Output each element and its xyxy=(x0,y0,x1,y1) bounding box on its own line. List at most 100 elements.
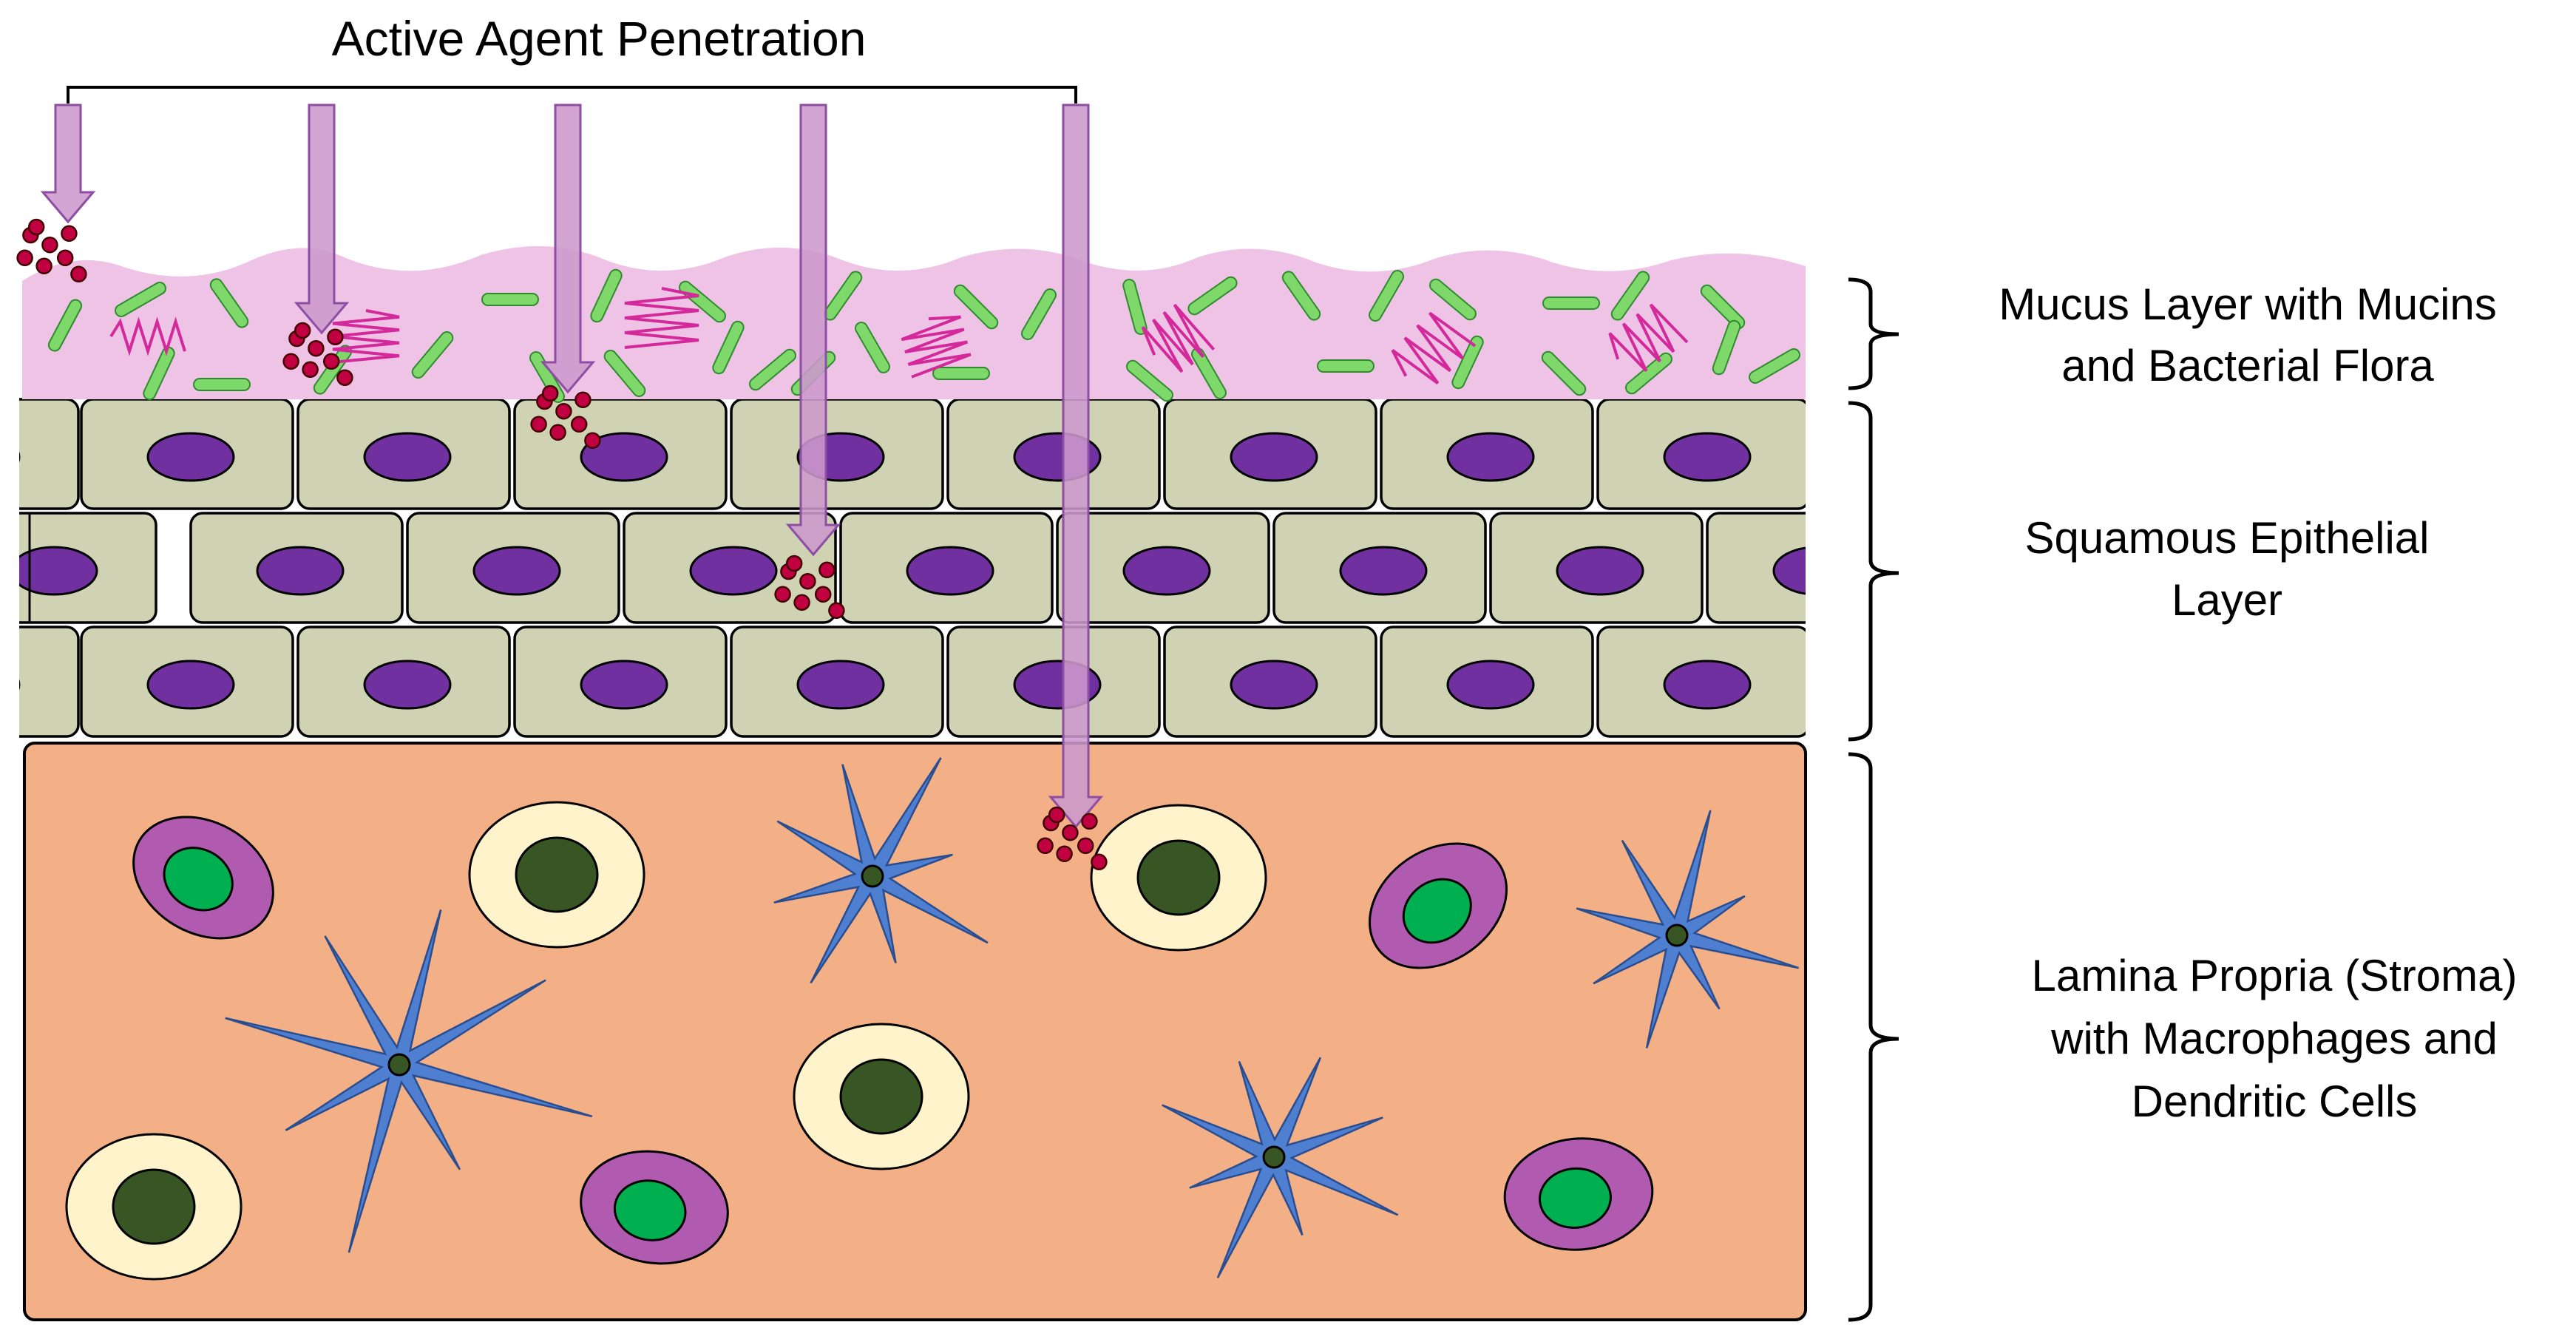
bacterium xyxy=(1021,288,1057,340)
bacterium xyxy=(1749,348,1800,384)
cell-nucleus xyxy=(796,660,885,710)
bacterium xyxy=(749,348,796,391)
bacterium xyxy=(1369,270,1404,322)
lymphocyte-nucleus xyxy=(112,1168,196,1245)
cell-nucleus xyxy=(19,546,98,596)
cell-nucleus xyxy=(1230,660,1318,710)
brace-epithelium xyxy=(1848,401,1899,742)
bacterium xyxy=(1317,359,1375,373)
cell-nucleus xyxy=(19,451,21,463)
cell-nucleus xyxy=(1122,546,1211,596)
cell-nucleus xyxy=(19,679,21,691)
bacterium xyxy=(1712,319,1741,376)
label-lamina-line-2: with Macrophages and xyxy=(2050,1014,2498,1063)
label-epithelium-line-1: Squamous Epithelial xyxy=(2024,513,2429,563)
mucin-strand xyxy=(1391,311,1477,384)
bacterium xyxy=(855,322,890,373)
cell-nucleus xyxy=(1663,432,1752,482)
label-lamina-line-3: Dendritic Cells xyxy=(2132,1077,2418,1126)
agent-particle xyxy=(1077,837,1094,855)
agent-particle xyxy=(1056,845,1073,863)
agent-particle xyxy=(56,249,74,267)
agent-particle xyxy=(41,236,58,254)
cell-nucleus xyxy=(580,660,668,710)
bacterium xyxy=(1700,284,1746,330)
dendritic-nucleus xyxy=(861,864,884,888)
bacterium xyxy=(1610,271,1650,321)
arrow-bracket xyxy=(67,86,1077,104)
bacterium xyxy=(1429,278,1477,321)
lymphocyte-nucleus xyxy=(839,1058,923,1135)
epithelial-cell xyxy=(19,398,80,510)
macrophage-nucleus xyxy=(613,1179,687,1241)
layer-braces xyxy=(1848,277,1899,1322)
macrophage-nucleus xyxy=(163,847,234,912)
cell-nucleus xyxy=(1663,660,1752,710)
agent-particle xyxy=(555,402,572,420)
bacterium xyxy=(1122,279,1148,335)
bacterium xyxy=(1187,276,1238,316)
agent-particle xyxy=(302,361,319,379)
bacterium xyxy=(209,278,249,328)
bacterium xyxy=(1542,296,1600,310)
bacterium xyxy=(953,284,999,330)
bacterium xyxy=(1541,350,1587,396)
bacterium xyxy=(411,331,454,379)
cell-nucleus xyxy=(1230,432,1318,482)
cell-nucleus xyxy=(689,546,778,596)
agent-particle xyxy=(282,353,299,370)
agent-particle xyxy=(1091,853,1108,871)
label-lamina-line-1: Lamina Propria (Stroma) xyxy=(2032,951,2518,1000)
agent-particle xyxy=(1037,837,1054,855)
penetration-arrow xyxy=(785,104,841,557)
penetration-arrow xyxy=(1048,104,1104,829)
macrophage-nucleus xyxy=(1402,878,1472,944)
bacterium xyxy=(193,378,251,391)
bacterium xyxy=(1126,359,1173,402)
bacterium xyxy=(1451,335,1484,390)
agent-particle xyxy=(549,424,566,441)
cell-nucleus xyxy=(363,660,452,710)
cell-nucleus xyxy=(146,432,235,482)
agent-particle xyxy=(294,322,311,339)
cell-nucleus xyxy=(146,660,235,710)
agent-particle xyxy=(793,594,810,611)
dendritic-nucleus xyxy=(1262,1145,1286,1169)
agent-particle xyxy=(322,353,340,370)
active-agent-particles xyxy=(16,218,1108,871)
cell-nucleus xyxy=(1556,546,1644,596)
cell-nucleus xyxy=(580,432,668,482)
epithelial-layer xyxy=(19,398,1806,738)
cell-nucleus xyxy=(1772,546,1806,595)
bacterium xyxy=(679,280,726,323)
cell-nucleus xyxy=(906,546,994,596)
agent-particle xyxy=(574,391,592,409)
penetration-arrow xyxy=(294,104,350,335)
cell-nucleus xyxy=(256,546,345,596)
penetration-arrow xyxy=(540,104,596,394)
label-mucus-line-1: Mucus Layer with Mucins xyxy=(1999,279,2497,329)
bacterium xyxy=(1281,271,1321,321)
macrophage-nucleus xyxy=(1539,1167,1612,1229)
agent-particle xyxy=(327,328,344,346)
agent-particle xyxy=(570,416,588,433)
bacterium xyxy=(143,346,175,401)
agent-particle xyxy=(785,555,803,572)
mucin-strand xyxy=(1141,303,1216,373)
agent-particle xyxy=(814,586,832,603)
bacterium xyxy=(481,293,539,306)
mucin-strand xyxy=(109,316,186,356)
agent-particle xyxy=(774,586,791,603)
bacterium xyxy=(603,350,646,397)
agent-particle xyxy=(61,225,78,243)
agent-particle xyxy=(1081,813,1098,830)
diagram-title: Active Agent Penetration xyxy=(332,11,867,66)
dendritic-cell xyxy=(1162,1057,1399,1278)
agent-particle xyxy=(308,339,325,357)
brace-lamina xyxy=(1848,752,1899,1322)
cell-nucleus xyxy=(1339,546,1428,596)
bacterium xyxy=(932,367,990,380)
bacterium xyxy=(115,282,166,317)
penetration-arrow xyxy=(40,104,96,224)
